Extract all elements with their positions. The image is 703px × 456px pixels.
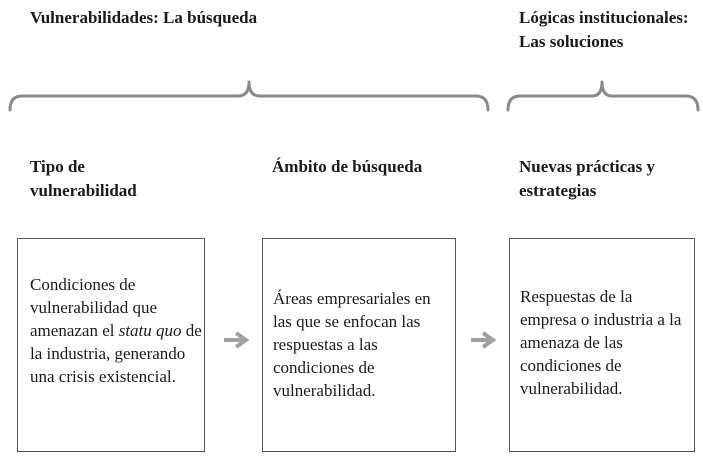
vulnerability-type-box: Condiciones de vulnerabilidad que amenaz…	[17, 238, 205, 452]
new-practices-box: Respuestas de la empresa o industria a l…	[509, 238, 695, 452]
search-brace	[8, 80, 490, 112]
description-text: Condiciones de vulnerabilidad que amenaz…	[30, 275, 157, 340]
column-header-vulnerability-type: Tipo de vulnerabilidad	[30, 157, 137, 200]
description-italic-term: statu quo	[118, 321, 182, 340]
arrow-right-icon	[471, 331, 497, 349]
column-header-search-scope: Ámbito de búsqueda	[272, 157, 423, 176]
new-practices-description: Respuestas de la empresa o industria a l…	[520, 287, 682, 398]
description-text-end: de la industria, generando una crisis ex…	[30, 321, 202, 386]
vulnerability-type-description: Condiciones de vulnerabilidad que amenaz…	[30, 273, 202, 388]
solutions-brace	[506, 80, 700, 112]
search-scope-box: Áreas empresariales en las que se enfoca…	[262, 238, 456, 452]
solutions-section-title: Lógicas institucionales: Las soluciones	[519, 8, 689, 51]
search-section-title: Vulnerabilidades: La búsqueda	[30, 8, 258, 27]
arrow-right-icon	[224, 331, 250, 349]
search-scope-description: Áreas empresariales en las que se enfoca…	[273, 289, 431, 400]
column-header-new-practices: Nuevas prácticas y estrategias	[519, 157, 655, 200]
